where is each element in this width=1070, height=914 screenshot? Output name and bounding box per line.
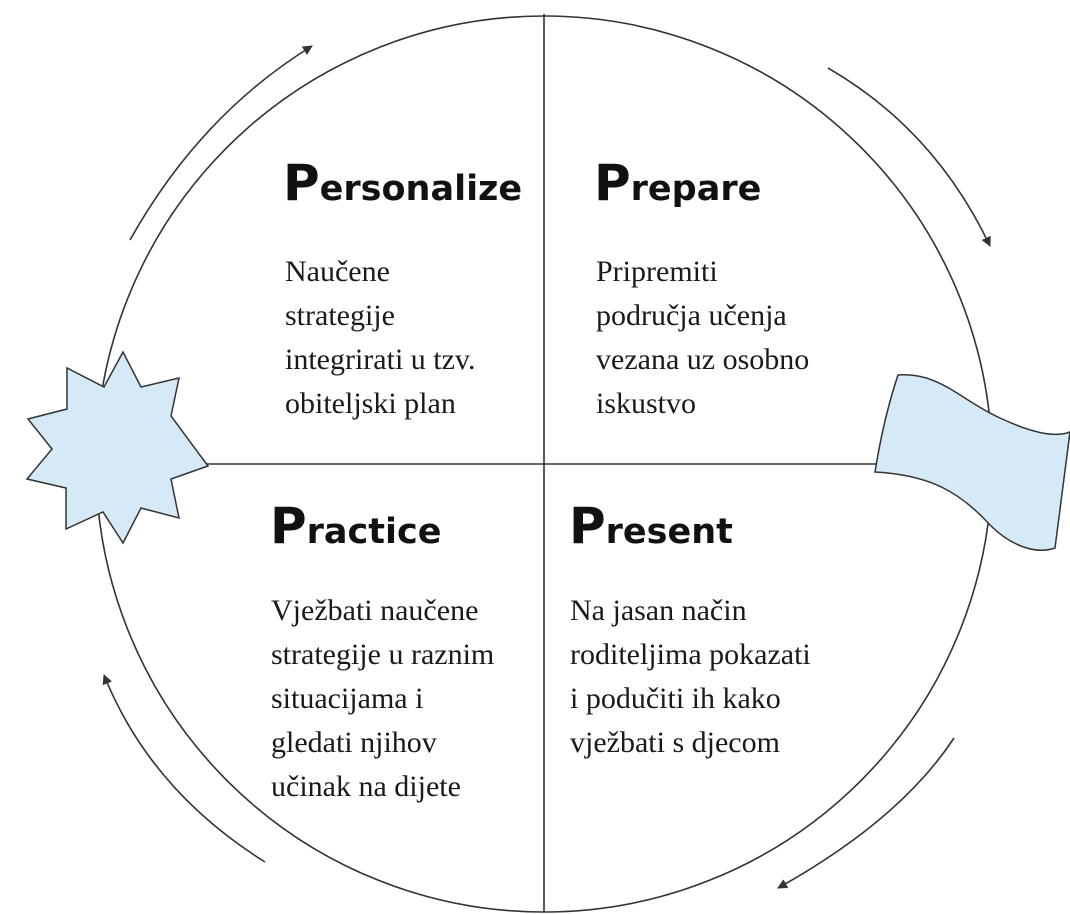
quadrant-present-title-initial: P <box>569 497 606 555</box>
quadrant-present-title: Present <box>569 497 733 555</box>
quadrant-personalize-text-line-3: integrirati u tzv. <box>285 343 476 376</box>
quadrant-prepare-text-line-1: Pripremiti <box>596 255 718 288</box>
quadrant-prepare-title-initial: P <box>594 154 631 212</box>
quadrant-practice-text-line-2: strategije u raznim <box>271 638 494 671</box>
arrow-top-right-icon <box>827 67 991 247</box>
quadrant-present: Present Na jasan način roditeljima pokaz… <box>569 497 811 759</box>
quadrant-present-text-line-2: roditeljima pokazati <box>570 638 811 671</box>
quadrant-personalize-text-line-4: obiteljski plan <box>285 387 456 420</box>
quadrant-practice-text-line-5: učinak na dijete <box>271 770 461 803</box>
quadrant-practice-text-line-3: situacijama i <box>271 682 423 715</box>
quadrant-present-text-line-4: vježbati s djecom <box>570 726 780 759</box>
quadrant-prepare-text-line-2: područja učenja <box>596 299 787 332</box>
quadrant-practice-title-rest: ractice <box>307 512 442 552</box>
quadrant-practice: Practice Vježbati naučene strategije u r… <box>270 497 494 803</box>
quadrant-present-text-line-3: i podučiti ih kako <box>570 682 781 715</box>
quadrant-personalize-title-initial: P <box>283 154 320 212</box>
quadrant-personalize-text-line-1: Naučene <box>285 255 390 288</box>
quadrant-practice-text-line-4: gledati njihov <box>271 726 437 759</box>
quadrant-personalize-title-rest: ersonalize <box>320 169 523 209</box>
quadrant-prepare: Prepare Pripremiti područja učenja vezan… <box>594 154 809 420</box>
quadrant-prepare-text-line-3: vezana uz osobno <box>596 343 809 376</box>
quadrant-practice-title-initial: P <box>270 497 307 555</box>
wavy-flag-shape-icon <box>874 374 1070 551</box>
quadrant-practice-title: Practice <box>270 497 442 555</box>
quadrant-present-text-line-1: Na jasan način <box>570 594 747 627</box>
arrow-bottom-left-icon <box>102 674 266 863</box>
quadrant-prepare-text-line-4: iskustvo <box>596 387 696 420</box>
arrow-top-left-icon <box>129 45 313 241</box>
quadrant-personalize: Personalize Naučene strategije integrira… <box>283 154 522 420</box>
cycle-arrows <box>102 45 991 889</box>
quadrant-practice-text-line-1: Vježbati naučene <box>271 594 478 627</box>
quadrant-prepare-title: Prepare <box>594 154 761 212</box>
quadrant-personalize-text-line-2: strategije <box>285 299 395 332</box>
arrow-bottom-right-icon <box>777 737 955 889</box>
quadrant-prepare-title-rest: repare <box>631 169 762 209</box>
starburst-shape-icon <box>25 350 210 545</box>
quadrant-personalize-title: Personalize <box>283 154 522 212</box>
quadrant-present-title-rest: resent <box>606 512 733 552</box>
